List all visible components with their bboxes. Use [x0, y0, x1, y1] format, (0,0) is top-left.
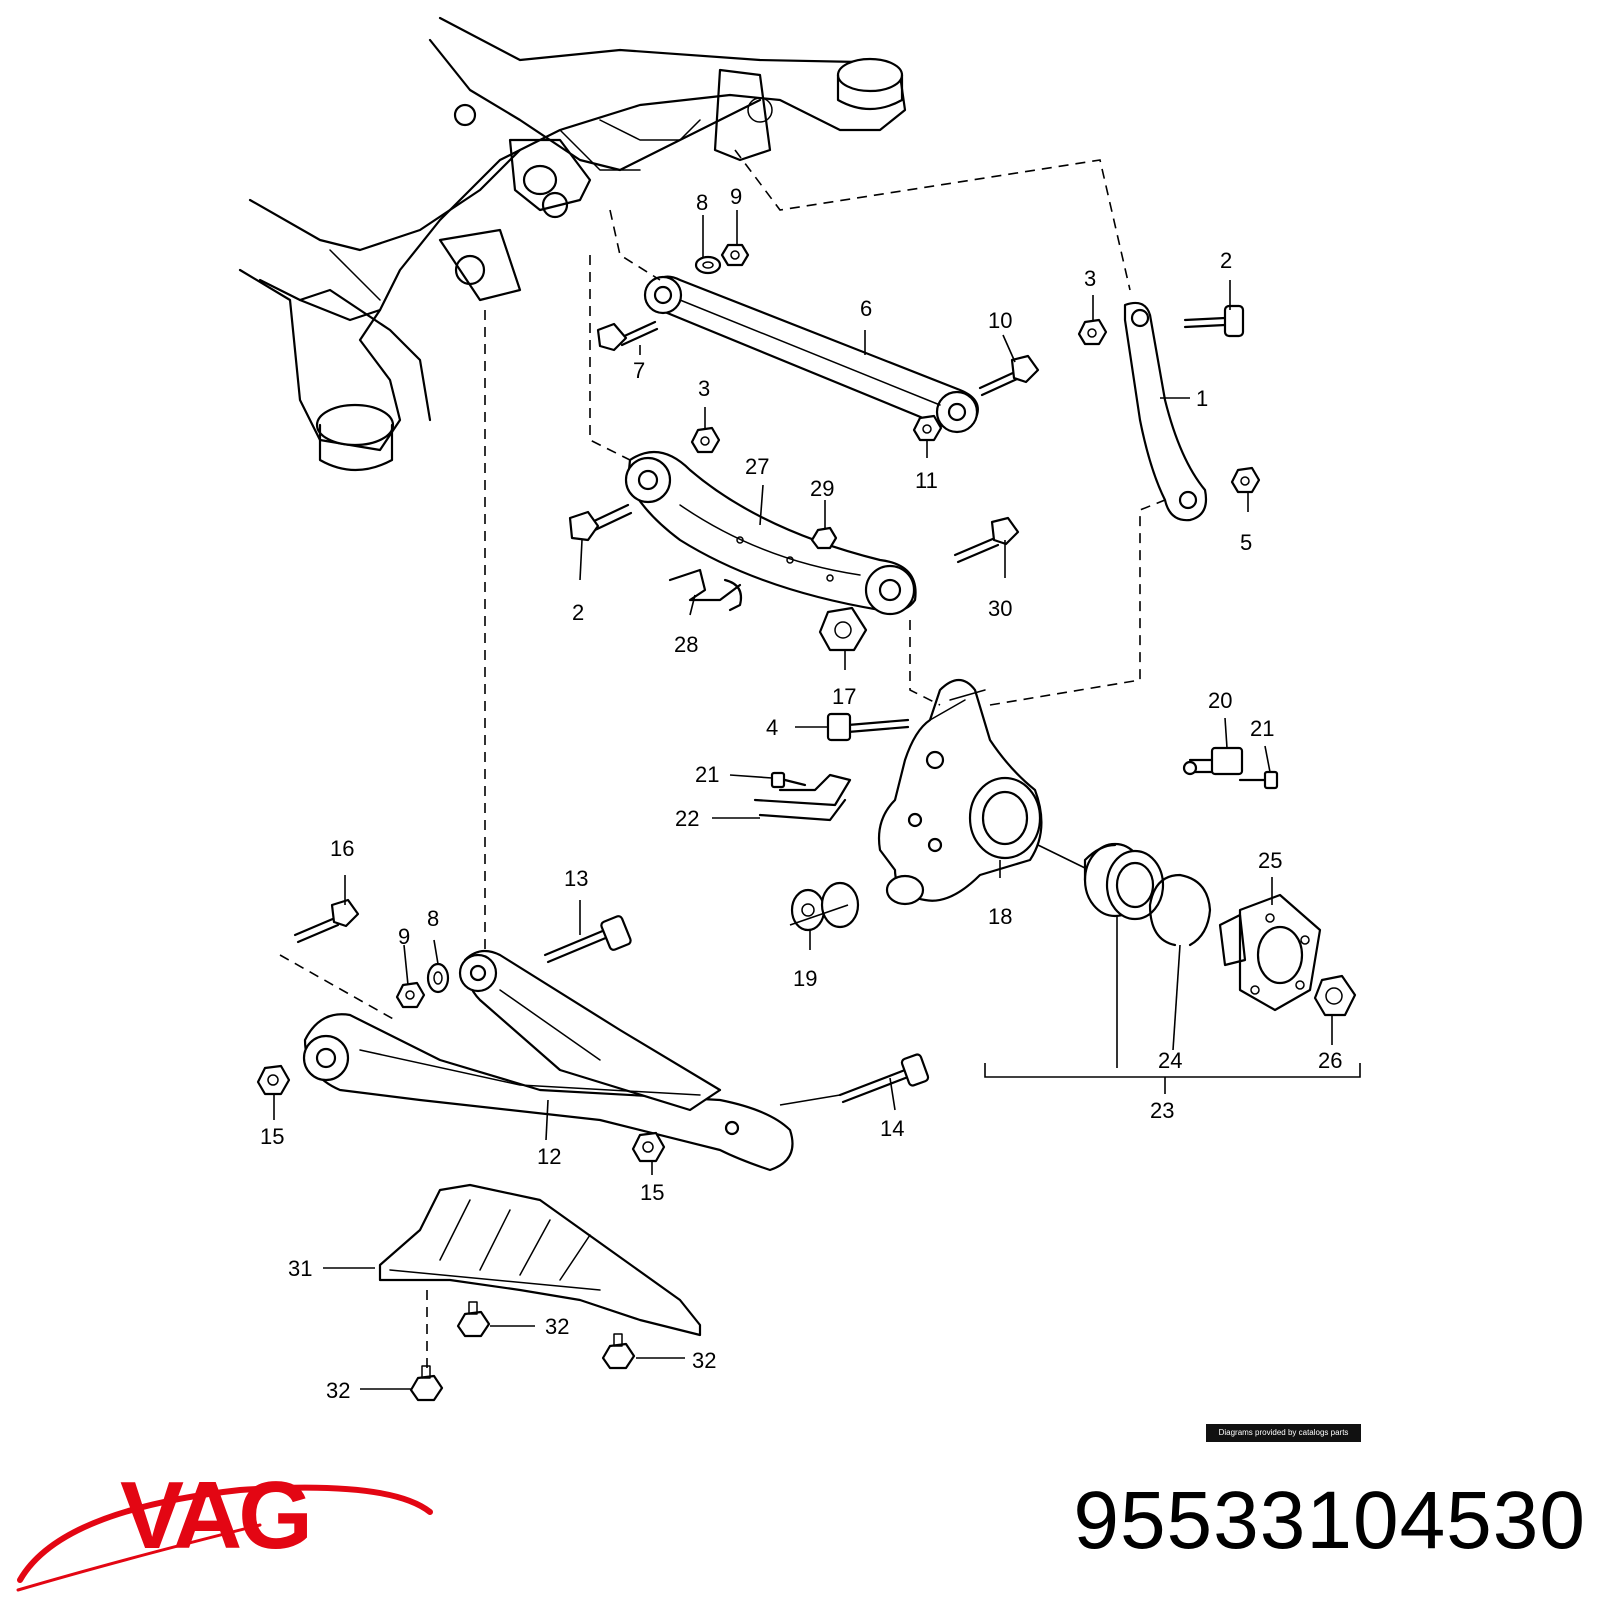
callout-20: 20 — [1208, 688, 1232, 713]
wheel-bearing — [1083, 842, 1165, 921]
nut-32-b — [601, 1333, 636, 1370]
callout-1: 1 — [1196, 386, 1208, 411]
bolt-14 — [838, 1053, 930, 1104]
callout-31: 31 — [288, 1256, 312, 1281]
leader-lines — [273, 210, 1361, 1390]
hub-nut-26 — [1313, 974, 1357, 1017]
callout-15-left: 15 — [260, 1124, 284, 1149]
wheel-hub-25 — [1218, 893, 1322, 1012]
callout-3-top: 3 — [1084, 266, 1096, 291]
callout-14: 14 — [880, 1116, 904, 1141]
callout-29: 29 — [810, 476, 834, 501]
part-number: 95533104530 — [1073, 1475, 1586, 1566]
callout-12: 12 — [537, 1144, 561, 1169]
bush-19 — [790, 881, 860, 932]
nut-15-right — [631, 1131, 666, 1163]
bolt-16 — [293, 898, 360, 944]
callout-17: 17 — [832, 684, 856, 709]
bolt-4 — [826, 712, 910, 742]
callout-8-bottom: 8 — [427, 906, 439, 931]
wheel-carrier — [877, 678, 1043, 906]
circlip-24 — [1148, 873, 1212, 947]
callout-25: 25 — [1258, 848, 1282, 873]
callout-8-top: 8 — [696, 190, 708, 215]
callout-27: 27 — [745, 454, 769, 479]
callout-32-c: 32 — [326, 1378, 350, 1403]
bolt-7 — [596, 320, 659, 352]
callout-32-a: 32 — [545, 1314, 569, 1339]
callout-32-b: 32 — [692, 1348, 716, 1373]
nut-17 — [818, 606, 868, 652]
diagram-credit: Diagrams provided by catalogs parts — [1206, 1424, 1361, 1442]
callout-15-right: 15 — [640, 1180, 664, 1205]
bolt-30 — [953, 516, 1020, 564]
toe-link — [1123, 301, 1208, 522]
screw-21-right — [1238, 770, 1279, 790]
screw-21-left — [770, 771, 807, 789]
callout-30: 30 — [988, 596, 1012, 621]
callout-18: 18 — [988, 904, 1012, 929]
camber-arm — [624, 450, 917, 616]
rear-subframe — [238, 16, 907, 471]
nut-9-bottom — [395, 981, 426, 1009]
callout-10: 10 — [988, 308, 1012, 333]
callout-24: 24 — [1158, 1048, 1182, 1073]
underbody-cover — [378, 1183, 702, 1337]
nut-3-mid — [690, 426, 721, 454]
callout-9-top: 9 — [730, 184, 742, 209]
bolt-2-mid — [568, 503, 633, 542]
bracket-22 — [753, 773, 852, 822]
vag-logo: VAG — [16, 1462, 433, 1592]
callout-6: 6 — [860, 296, 872, 321]
bracket-28 — [668, 568, 743, 612]
callout-19: 19 — [793, 966, 817, 991]
callout-22: 22 — [675, 806, 699, 831]
callout-23: 23 — [1150, 1098, 1174, 1123]
assembly-lines — [279, 149, 1166, 1370]
callout-2-top: 2 — [1220, 248, 1232, 273]
sensor-20 — [1182, 746, 1244, 776]
nut-29 — [810, 526, 838, 550]
nut-32-c — [409, 1365, 444, 1402]
nut-9-top — [720, 243, 750, 267]
washer-8-top — [694, 255, 722, 275]
callout-9-bottom: 9 — [398, 924, 410, 949]
callout-21-right: 21 — [1250, 716, 1274, 741]
brand-name: VAG — [120, 1462, 309, 1569]
callout-21-left: 21 — [695, 762, 719, 787]
washer-8-bottom — [426, 962, 450, 994]
bolt-13 — [543, 915, 632, 964]
callout-28: 28 — [674, 632, 698, 657]
nut-5 — [1230, 466, 1261, 494]
callout-3-mid: 3 — [698, 376, 710, 401]
bolt-10 — [978, 354, 1040, 397]
callout-labels: 1 2 3 5 6 7 8 9 10 11 3 27 29 30 2 28 17… — [260, 184, 1342, 1403]
upper-control-arm — [643, 275, 979, 434]
callout-5: 5 — [1240, 530, 1252, 555]
bolt-2-top — [1183, 304, 1245, 338]
callout-4: 4 — [766, 715, 778, 740]
nut-3-top — [1077, 318, 1108, 346]
callout-13: 13 — [564, 866, 588, 891]
callout-16: 16 — [330, 836, 354, 861]
nut-11 — [912, 414, 943, 442]
callout-2-mid: 2 — [572, 600, 584, 625]
callout-7: 7 — [633, 358, 645, 383]
nut-32-a — [456, 1301, 491, 1338]
callout-26: 26 — [1318, 1048, 1342, 1073]
lower-wishbone — [302, 949, 794, 1172]
callout-11: 11 — [915, 468, 938, 493]
nut-15-left — [256, 1064, 291, 1096]
